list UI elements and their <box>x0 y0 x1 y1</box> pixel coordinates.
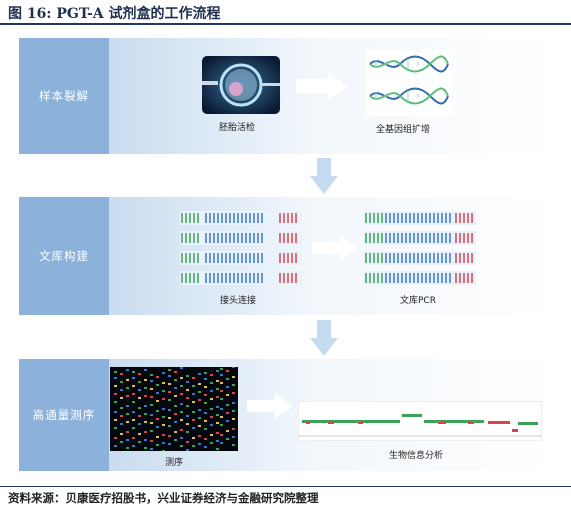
embryo-biopsy-image <box>202 56 280 114</box>
right-arrow <box>247 393 293 419</box>
adapter-ligation-image <box>180 211 302 285</box>
dna-helix-image <box>366 50 450 116</box>
right-arrow <box>296 72 348 100</box>
panel-label: 文库构建 <box>19 197 109 315</box>
sequencing-image <box>110 367 238 451</box>
bottom-rule <box>0 486 571 487</box>
step-caption: 生物信息分析 <box>389 451 444 461</box>
panel-label: 样本裂解 <box>19 38 109 154</box>
panel-library-construction: 文库构建 接头连接 <box>19 197 552 315</box>
right-arrow <box>312 235 358 261</box>
panel-label: 高通量测序 <box>19 359 109 471</box>
down-arrow <box>310 320 338 356</box>
step-caption: 接头连接 <box>220 296 257 306</box>
bioinformatics-plot-image <box>298 401 542 441</box>
library-pcr-image <box>364 211 476 285</box>
step-caption: 胚胎活检 <box>219 123 256 133</box>
figure-title: 图 16: PGT-A 试剂盒的工作流程 <box>8 6 221 22</box>
source-note: 资料来源：贝康医疗招股书，兴业证券经济与金融研究院整理 <box>8 491 319 505</box>
panel-sample-lysis: 样本裂解 胚胎活检 全基因组扩增 <box>19 38 552 154</box>
step-caption: 测序 <box>165 458 184 468</box>
down-arrow <box>310 158 338 194</box>
step-caption: 文库PCR <box>400 296 436 306</box>
step-caption: 全基因组扩增 <box>376 125 431 135</box>
top-rule <box>0 23 571 25</box>
panel-high-throughput-sequencing: 高通量测序 测序 生物信息分析 <box>19 359 552 471</box>
